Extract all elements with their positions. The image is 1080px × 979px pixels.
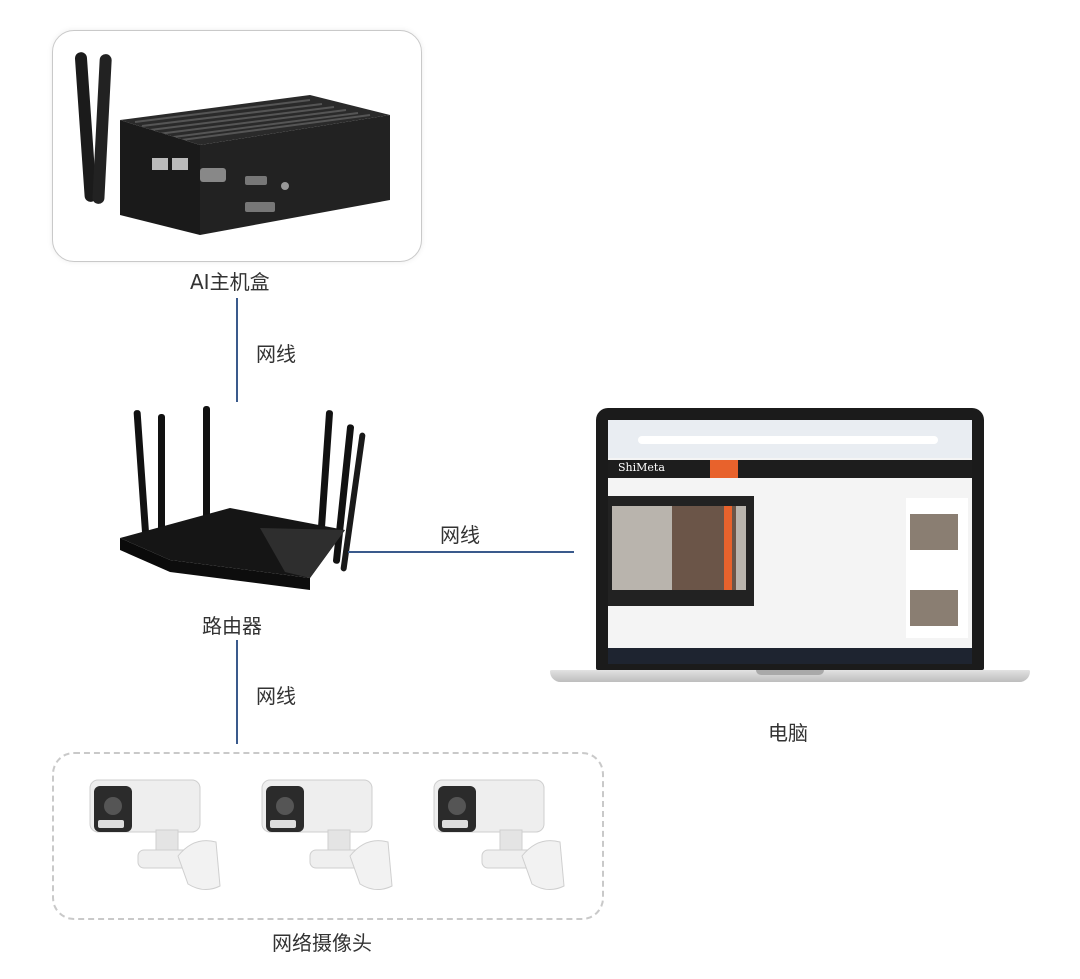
laptop: ShiMeta (550, 408, 1030, 708)
wire-router-computer-label: 网线 (440, 523, 480, 547)
camera-3 (433, 779, 565, 890)
taskbar (608, 648, 972, 664)
wire-router-cameras (236, 640, 238, 744)
ai-box-label: AI主机盒 (190, 270, 270, 294)
laptop-base (550, 670, 1030, 682)
cameras-label: 网络摄像头 (272, 931, 372, 955)
side-thumb-1 (910, 514, 958, 550)
wire-ai-router (236, 298, 238, 402)
video-frame (612, 506, 746, 590)
app-active-tab (710, 460, 738, 478)
wire-ai-router-label: 网线 (256, 342, 296, 366)
laptop-screen: ShiMeta (608, 420, 972, 664)
wire-router-cameras-label: 网线 (256, 684, 296, 708)
ai-box-image (74, 52, 390, 235)
router-image (120, 406, 366, 590)
wire-router-computer (348, 551, 574, 553)
laptop-notch (756, 670, 824, 675)
computer-label: 电脑 (768, 721, 808, 745)
browser-address-bar (638, 436, 938, 444)
app-header (608, 460, 972, 478)
router-label: 路由器 (202, 614, 262, 638)
camera-2 (261, 779, 393, 890)
side-thumb-2 (910, 590, 958, 626)
app-brand: ShiMeta (618, 461, 665, 474)
camera-1 (89, 779, 221, 890)
